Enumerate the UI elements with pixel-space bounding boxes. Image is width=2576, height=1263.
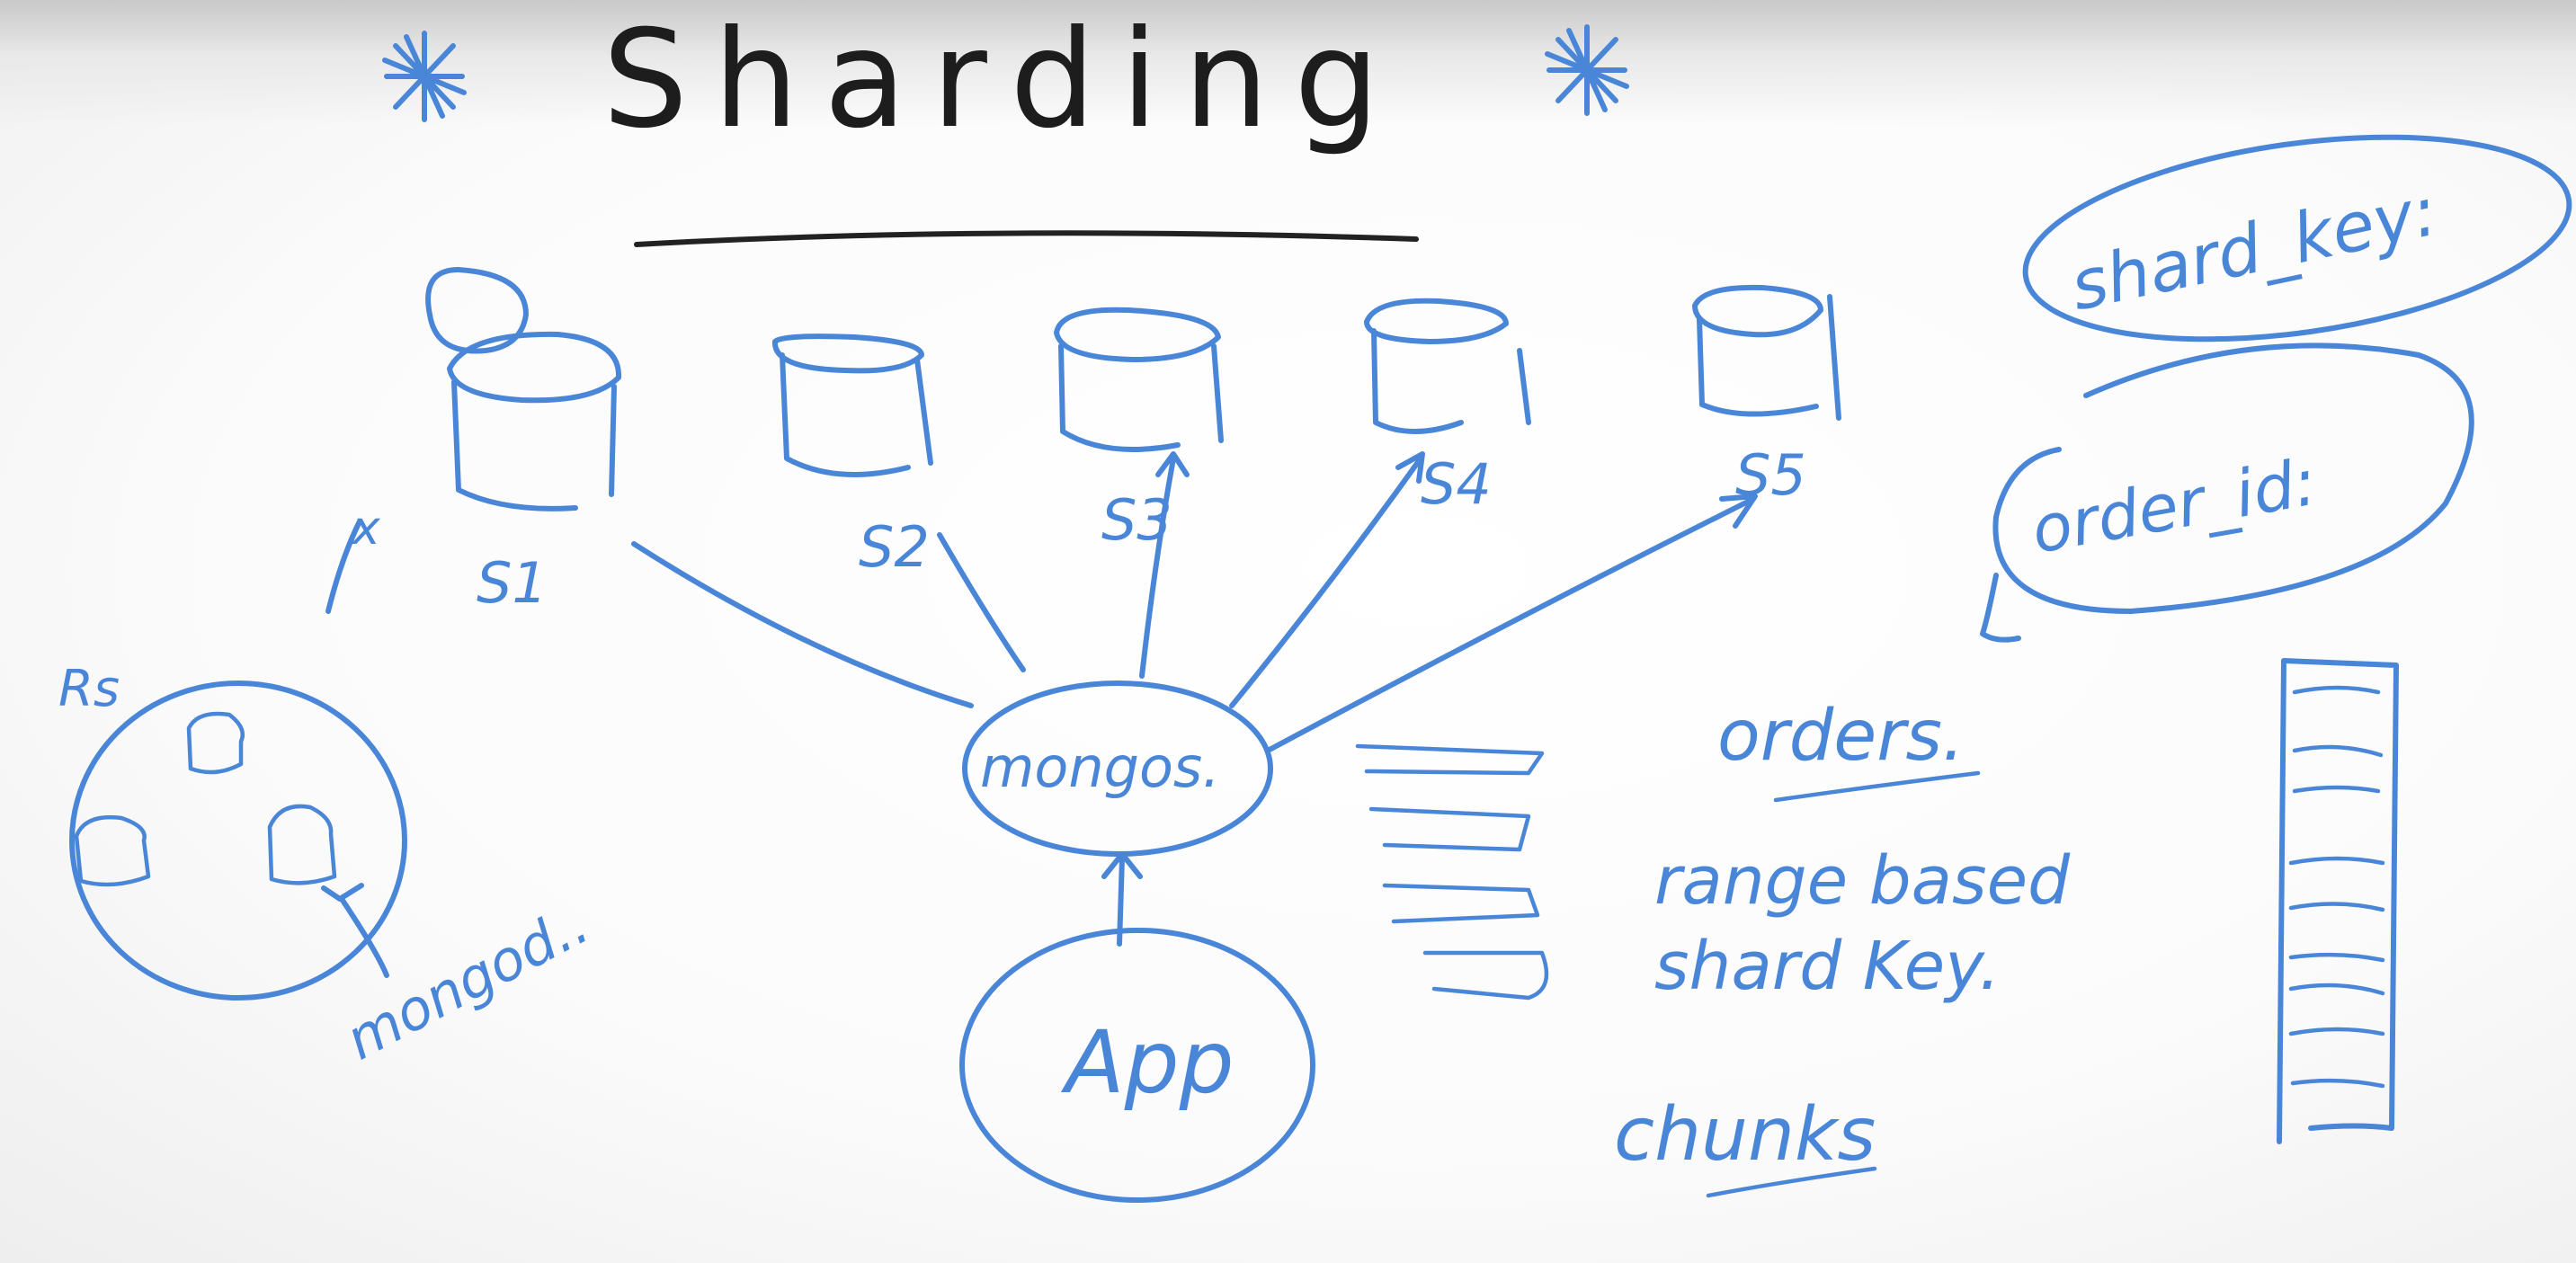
replica-node-3 bbox=[267, 804, 337, 885]
arrow-mark: x bbox=[351, 502, 381, 556]
chunk-cell-2 bbox=[2292, 744, 2384, 758]
replica-node-2 bbox=[74, 814, 151, 887]
shard-s2-cylinder bbox=[772, 334, 924, 374]
chunk-cell-3 bbox=[2292, 785, 2381, 794]
shard-s3-cylinder bbox=[1054, 307, 1221, 362]
replica-node-arrow bbox=[339, 896, 389, 978]
title-underline bbox=[634, 230, 1419, 247]
order-id-text: order_id: bbox=[2026, 444, 2322, 568]
chunk-cell-6 bbox=[2288, 952, 2385, 963]
annotations: shard_key: order_id: orders. range based… bbox=[1614, 134, 2572, 1198]
chunk-cell-5 bbox=[2288, 902, 2385, 912]
chunk-cell-8 bbox=[2288, 1027, 2385, 1036]
chunk-3 bbox=[1382, 883, 1540, 924]
shard-s2: S2 bbox=[772, 334, 933, 580]
order-id-bubble bbox=[1980, 342, 2474, 643]
mongos-label: mongos. bbox=[980, 734, 1220, 800]
chunk-2 bbox=[1368, 806, 1531, 852]
replica-set-boundary bbox=[69, 680, 407, 1001]
link-mongos-s1 bbox=[631, 541, 974, 708]
chunk-cell-1 bbox=[2292, 685, 2381, 695]
star-right-icon bbox=[1545, 24, 1629, 116]
link-app-mongos bbox=[1117, 856, 1125, 947]
shard-s5: S5 bbox=[1692, 284, 1841, 508]
link-mongos-s2 bbox=[937, 532, 1026, 672]
link-mongos-s5 bbox=[1265, 496, 1756, 753]
shard-s1: S1 bbox=[425, 267, 622, 616]
chunk-cell-9 bbox=[2290, 1078, 2385, 1089]
star-left-icon bbox=[382, 31, 467, 122]
arrow-to-s1 bbox=[325, 519, 362, 614]
shard-s3: S3 bbox=[1054, 307, 1224, 553]
chunk-4 bbox=[1422, 950, 1549, 1001]
chunk-cell-4 bbox=[2288, 856, 2385, 866]
range-based-text: range based bbox=[1654, 842, 2071, 920]
shard-s4-label: S4 bbox=[1421, 451, 1492, 517]
shard-s2-label: S2 bbox=[859, 514, 930, 580]
chunk-column bbox=[2277, 658, 2399, 1144]
chunk-cell-7 bbox=[2288, 983, 2385, 996]
chunk-1 bbox=[1355, 743, 1545, 776]
replica-node-1 bbox=[186, 711, 245, 775]
title-group: Sharding bbox=[382, 2, 1629, 247]
shard-s1-label: S1 bbox=[477, 550, 548, 616]
chunk-stack bbox=[1355, 743, 1549, 1001]
replica-set-label: Rs bbox=[58, 660, 120, 718]
chunks-underline bbox=[1706, 1166, 1877, 1198]
shard-key-range-text: shard Key. bbox=[1654, 928, 2001, 1005]
mongod-label: mongod.. bbox=[335, 891, 600, 1072]
link-mongos-s3 bbox=[1139, 456, 1176, 679]
arrow-head-s5 bbox=[1719, 494, 1758, 529]
orders-underline bbox=[1773, 770, 1981, 803]
arrow-head-mongos bbox=[1101, 851, 1143, 879]
arrow-head-s4 bbox=[1395, 451, 1425, 484]
shard-s1-cylinder bbox=[447, 331, 622, 404]
router-mongos: mongos. bbox=[962, 680, 1273, 857]
shard-key-bubble bbox=[2022, 134, 2572, 342]
app-node bbox=[959, 928, 1315, 1203]
shard-key-text: shard_key: bbox=[2063, 171, 2444, 326]
shard-s4: S4 bbox=[1364, 298, 1531, 517]
app-client: App bbox=[959, 851, 1315, 1203]
page-title: Sharding bbox=[602, 2, 1404, 158]
chunk-column-frame bbox=[2277, 658, 2399, 1144]
arrow-head-s3 bbox=[1155, 451, 1190, 477]
chunks-text: chunks bbox=[1614, 1092, 1876, 1178]
shard-s1-primary bbox=[425, 267, 529, 354]
shard-s5-cylinder bbox=[1692, 284, 1823, 338]
orders-text: orders. bbox=[1717, 696, 1965, 777]
router-links bbox=[631, 451, 1758, 753]
shard-s4-cylinder bbox=[1364, 298, 1509, 344]
app-label: App bbox=[1060, 1012, 1235, 1113]
link-mongos-s4 bbox=[1229, 456, 1423, 708]
mongos-node bbox=[962, 680, 1273, 857]
